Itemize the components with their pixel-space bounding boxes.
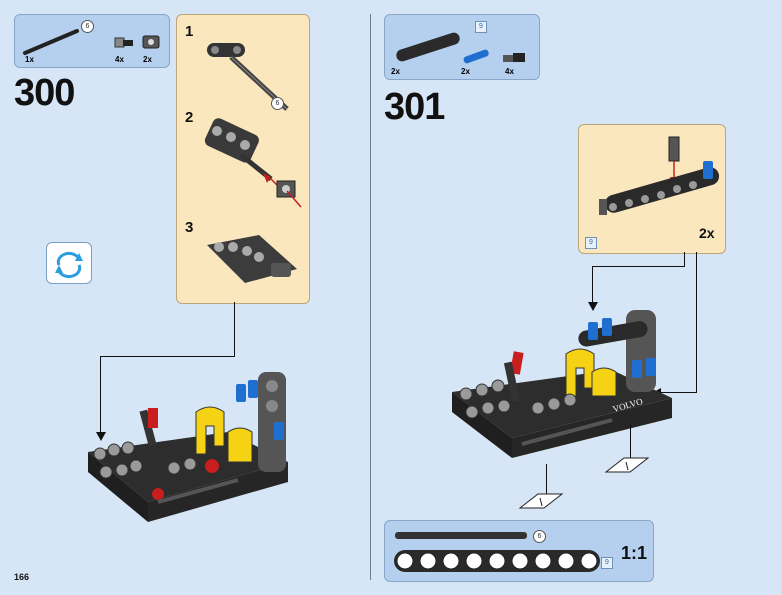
substep-number: 1 xyxy=(185,23,194,40)
substep-number: 2 xyxy=(185,109,194,126)
part-qty: 2x xyxy=(143,55,152,64)
detail-assembly-image xyxy=(599,136,719,215)
substep-3-assembly-image xyxy=(207,235,297,283)
step-300-model-image xyxy=(88,372,288,522)
substep-1-assembly-image xyxy=(207,43,289,111)
callout-line xyxy=(234,302,235,356)
callout-line xyxy=(696,252,697,392)
detail-multiplier: 2x xyxy=(699,225,715,241)
callout-line xyxy=(630,424,631,460)
rotate-model-icon xyxy=(46,242,92,284)
part-qty: 4x xyxy=(115,55,124,64)
part-qty: 2x xyxy=(391,67,400,76)
beam-scale-square: 9 xyxy=(601,557,613,569)
connector-part-icon xyxy=(114,37,133,48)
step-number: 301 xyxy=(384,86,445,128)
step-301-model-image: VOLVO xyxy=(452,310,672,458)
callout-line xyxy=(684,252,685,267)
part-qty: 2x xyxy=(461,67,470,76)
pin-part-icon xyxy=(503,53,525,62)
blue-axle-pin-part-icon xyxy=(463,49,489,64)
axle-scale-circle: 6 xyxy=(533,530,546,543)
pin-connector-part-icon xyxy=(142,35,160,49)
callout-line xyxy=(100,356,235,357)
callout-line xyxy=(100,356,101,434)
callout-line xyxy=(546,464,547,496)
page-number: 166 xyxy=(14,572,30,582)
callout-arrow-icon xyxy=(588,302,598,311)
sticker-tile-icon xyxy=(518,493,564,509)
part-ref-length-square: 9 xyxy=(475,21,487,33)
substep-2-assembly-image xyxy=(204,118,302,208)
step-301-parts-box: 9 2x 2x 4x xyxy=(384,14,540,80)
step-number: 300 xyxy=(14,72,75,114)
scale-label: 1:1 xyxy=(621,543,648,563)
axle-length-circle: 6 xyxy=(271,97,284,110)
axle-part-icon xyxy=(23,29,79,55)
step-300-substeps-box: 1 6 2 3 xyxy=(176,14,310,304)
detail-ref-length-square: 9 xyxy=(585,237,597,249)
callout-line xyxy=(592,266,684,267)
step-300-parts-box: 6 1x 4x 2x xyxy=(14,14,170,68)
page-divider xyxy=(370,14,371,580)
callout-line xyxy=(656,392,697,393)
callout-arrow-icon xyxy=(96,432,106,441)
sticker-tile-icon xyxy=(604,457,650,473)
axle-scale-reference xyxy=(395,532,527,539)
beam-scale-reference xyxy=(394,550,600,572)
substep-number: 3 xyxy=(185,219,194,236)
part-qty: 4x xyxy=(505,67,514,76)
beam-part-icon xyxy=(396,32,460,62)
part-ref-length-circle: 6 xyxy=(81,20,94,33)
part-qty: 1x xyxy=(25,55,34,64)
scale-reference-box: 6 9 1:1 xyxy=(384,520,654,582)
callout-line xyxy=(592,266,593,304)
step-301-detail-box: 9 2x xyxy=(578,124,726,254)
